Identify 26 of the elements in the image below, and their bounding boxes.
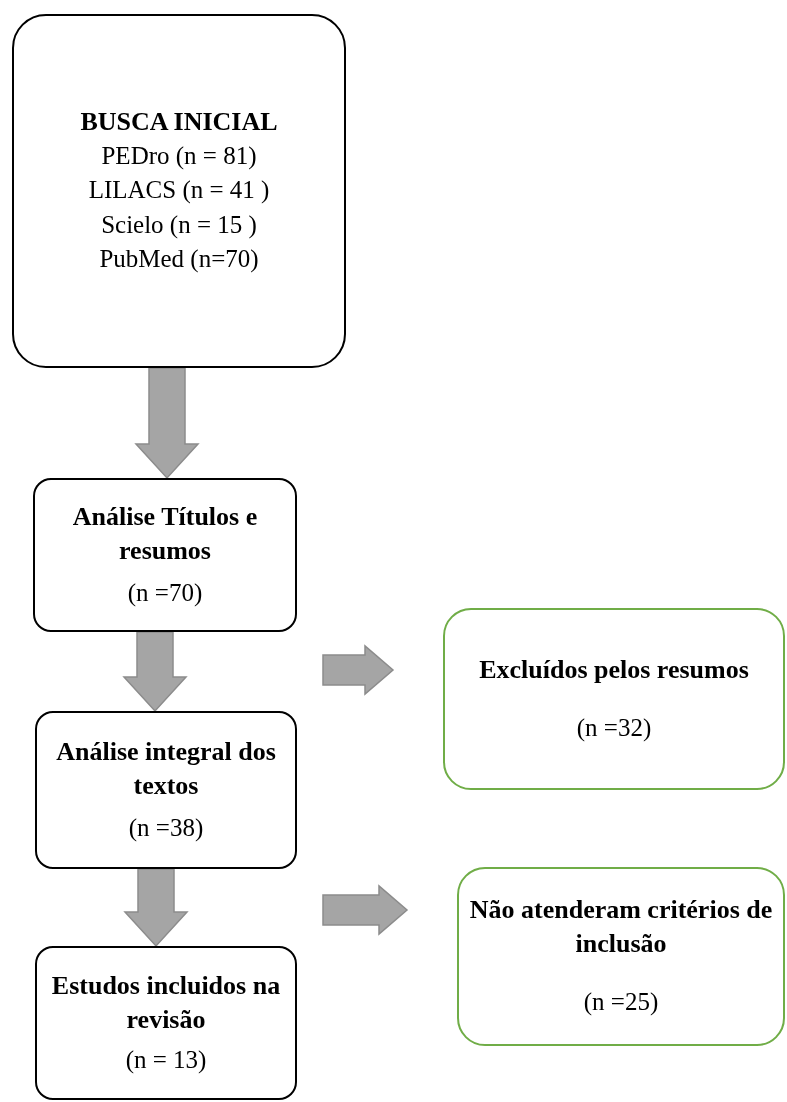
process-box [33,478,297,632]
process-box [457,867,785,1046]
process-box [35,711,297,869]
box-heading: Estudos incluidos na revisão [50,969,282,1036]
box-text: (n =70) [127,577,203,608]
box-text: (n =32) [576,712,652,743]
process-box [35,946,297,1100]
box-text: Scielo (n = 15 ) [101,209,257,241]
box-text: PubMed (n=70) [99,244,259,275]
process-box [443,608,785,790]
box-text: (n = 13) [125,1044,207,1075]
box-heading: Análise integral dos textos [55,735,277,802]
box-text: (n =38) [128,812,204,843]
block-arrow [322,644,395,696]
box-heading: Não atenderam critérios de inclusão [469,894,773,961]
box-heading: Análise Títulos e resumos [71,500,259,567]
process-box [12,14,346,368]
block-arrow [122,631,188,713]
block-arrow [322,884,409,936]
box-text: PEDro (n = 81) [101,140,257,172]
box-text: LILACS (n = 41 ) [88,175,270,206]
block-arrow [123,868,189,948]
block-arrow [134,367,200,480]
box-heading: BUSCA INICIAL [80,106,278,139]
box-heading: Excluídos pelos resumos [479,653,749,686]
box-text: (n =25) [583,987,659,1018]
